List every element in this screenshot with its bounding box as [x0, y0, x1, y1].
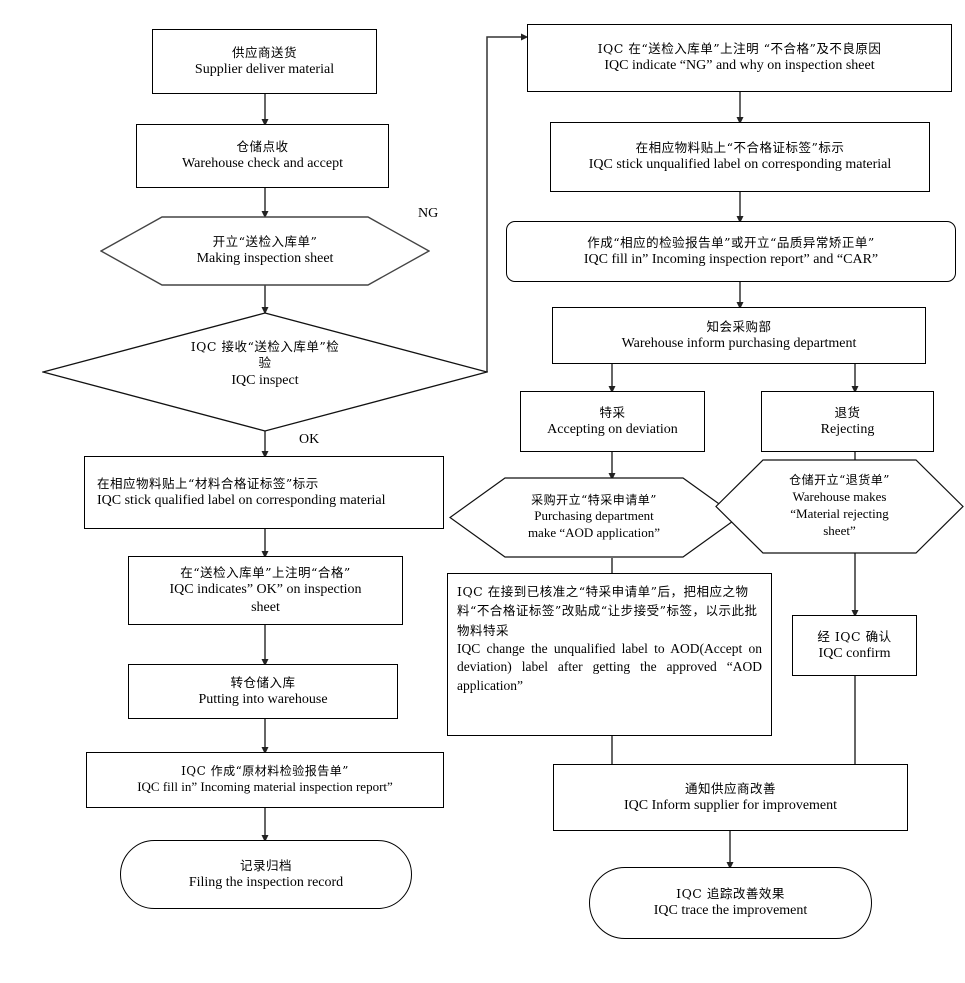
- node-indicate-ng-cn: IQC 在“送检入库单”上注明 “不合格”及不良原因: [597, 41, 882, 57]
- node-iqc-inspect-cn-line2: 验: [258, 355, 272, 371]
- node-accept-deviation-en: Accepting on deviation: [547, 421, 678, 437]
- node-rejecting-en: Rejecting: [820, 421, 875, 437]
- node-inform-purchasing-en: Warehouse inform purchasing department: [621, 335, 857, 351]
- node-iqc-confirm-en: IQC confirm: [818, 645, 891, 661]
- edge-label-ng: NG: [418, 206, 439, 221]
- node-fill-report-en: IQC fill in” Incoming material inspectio…: [137, 779, 393, 795]
- node-rejecting-sheet-en-line2: “Material rejecting: [790, 505, 889, 521]
- node-iqc-confirm[interactable]: 经 IQC 确认 IQC confirm: [792, 615, 917, 676]
- iqc-inspect-diamond-shape: [42, 312, 488, 432]
- node-trace-improvement[interactable]: IQC 追踪改善效果 IQC trace the improvement: [589, 867, 872, 939]
- node-fill-car[interactable]: 作成“相应的检验报告单”或开立“品质异常矫正单” IQC fill in” In…: [506, 221, 956, 282]
- rejecting-sheet-hexagon-shape: [715, 459, 964, 554]
- node-fill-report[interactable]: IQC 作成“原材料检验报告单” IQC fill in” Incoming m…: [86, 752, 444, 808]
- node-stick-qualified-cn: 在相应物料贴上“材料合格证标签”标示: [97, 475, 319, 491]
- node-rejecting-sheet-en-line1: Warehouse makes: [792, 488, 887, 504]
- node-aod-application-en-line2: make “AOD application”: [527, 525, 661, 541]
- node-accept-deviation[interactable]: 特采 Accepting on deviation: [520, 391, 705, 452]
- node-indicate-ok-cn: 在“送检入库单”上注明“合格”: [180, 564, 351, 580]
- node-making-sheet[interactable]: 开立“送检入库单” Making inspection sheet: [100, 216, 430, 286]
- node-stick-unqualified[interactable]: 在相应物料贴上“不合格证标签”标示 IQC stick unqualified …: [550, 122, 930, 192]
- node-stick-qualified[interactable]: 在相应物料贴上“材料合格证标签”标示 IQC stick qualified l…: [84, 456, 444, 529]
- node-fill-report-cn: IQC 作成“原材料检验报告单”: [181, 764, 349, 778]
- node-stick-unqualified-en: IQC stick unqualified label on correspon…: [588, 157, 892, 173]
- node-rejecting-sheet-cn: 仓储开立“退货单”: [789, 473, 890, 488]
- node-supplier-deliver-cn: 供应商送货: [231, 44, 297, 60]
- node-accept-deviation-cn: 特采: [599, 404, 626, 420]
- node-warehouse-check[interactable]: 仓储点收 Warehouse check and accept: [136, 124, 389, 188]
- node-change-label-en: IQC change the unqualified label to AOD(…: [457, 641, 762, 693]
- node-inform-purchasing[interactable]: 知会采购部 Warehouse inform purchasing depart…: [552, 307, 926, 364]
- node-change-label-cn: IQC 在接到已核准之“特采申请单”后，把相应之物料“不合格证标签”改贴成“让步…: [457, 584, 758, 638]
- node-indicate-ok[interactable]: 在“送检入库单”上注明“合格” IQC indicates” OK” on in…: [128, 556, 403, 625]
- node-fill-car-cn: 作成“相应的检验报告单”或开立“品质异常矫正单”: [587, 234, 875, 250]
- node-rejecting-cn: 退货: [834, 404, 861, 420]
- node-stick-qualified-en: IQC stick qualified label on correspondi…: [97, 492, 386, 508]
- node-put-warehouse-en: Putting into warehouse: [198, 691, 328, 707]
- node-making-sheet-en: Making inspection sheet: [196, 251, 334, 267]
- node-filing-record-cn: 记录归档: [239, 857, 292, 873]
- node-put-warehouse-cn: 转仓储入库: [230, 674, 296, 690]
- node-supplier-deliver-en: Supplier deliver material: [194, 61, 335, 77]
- node-filing-record[interactable]: 记录归档 Filing the inspection record: [120, 840, 412, 909]
- node-indicate-ok-en-line2: sheet: [251, 599, 280, 615]
- node-rejecting[interactable]: 退货 Rejecting: [761, 391, 934, 452]
- node-iqc-inspect-cn-line1: IQC 接收“送检入库单”检: [190, 339, 340, 354]
- node-iqc-inspect-label: IQC 接收“送检入库单”检 验 IQC inspect: [42, 312, 488, 459]
- node-supplier-deliver[interactable]: 供应商送货 Supplier deliver material: [152, 29, 377, 94]
- edge-ng-route: [486, 33, 529, 372]
- node-inform-purchasing-cn: 知会采购部: [706, 318, 772, 334]
- node-aod-application-cn: 采购开立“特采申请单”: [531, 492, 657, 507]
- node-indicate-ok-en-line1: IQC indicates” OK” on inspection: [169, 581, 362, 597]
- node-change-label[interactable]: IQC 在接到已核准之“特采申请单”后，把相应之物料“不合格证标签”改贴成“让步…: [447, 573, 772, 736]
- node-iqc-inspect[interactable]: IQC 接收“送检入库单”检 验 IQC inspect: [42, 312, 488, 432]
- node-aod-application-en-line1: Purchasing department: [534, 508, 654, 524]
- node-rejecting-sheet-label: 仓储开立“退货单” Warehouse makes “Material reje…: [715, 459, 964, 554]
- node-rejecting-sheet-en-line3: sheet”: [823, 522, 856, 538]
- node-making-sheet-cn: 开立“送检入库单”: [212, 233, 318, 249]
- node-indicate-ng-en: IQC indicate “NG” and why on inspection …: [604, 58, 875, 74]
- node-trace-improvement-cn: IQC 追踪改善效果: [676, 886, 785, 902]
- node-making-sheet-label: 开立“送检入库单” Making inspection sheet: [100, 216, 430, 286]
- making-sheet-hexagon-shape: [100, 216, 430, 286]
- node-aod-application[interactable]: 采购开立“特采申请单” Purchasing department make “…: [449, 477, 739, 558]
- aod-application-hexagon-shape: [449, 477, 739, 558]
- node-iqc-confirm-cn: 经 IQC 确认: [817, 628, 892, 644]
- node-inform-supplier[interactable]: 通知供应商改善 IQC Inform supplier for improvem…: [553, 764, 908, 831]
- node-indicate-ng[interactable]: IQC 在“送检入库单”上注明 “不合格”及不良原因 IQC indicate …: [527, 24, 952, 92]
- node-aod-application-label: 采购开立“特采申请单” Purchasing department make “…: [449, 477, 739, 558]
- edge-label-ok: OK: [299, 432, 320, 447]
- node-put-warehouse[interactable]: 转仓储入库 Putting into warehouse: [128, 664, 398, 719]
- node-trace-improvement-en: IQC trace the improvement: [653, 903, 808, 919]
- node-filing-record-en: Filing the inspection record: [188, 874, 344, 890]
- node-warehouse-check-en: Warehouse check and accept: [182, 156, 343, 172]
- node-inform-supplier-en: IQC Inform supplier for improvement: [623, 797, 838, 813]
- node-iqc-inspect-en: IQC inspect: [231, 372, 299, 388]
- node-inform-supplier-cn: 通知供应商改善: [684, 780, 776, 796]
- node-fill-car-en: IQC fill in” Incoming inspection report”…: [583, 251, 879, 267]
- node-warehouse-check-cn: 仓储点收: [236, 139, 289, 155]
- node-stick-unqualified-cn: 在相应物料贴上“不合格证标签”标示: [635, 140, 845, 156]
- node-rejecting-sheet[interactable]: 仓储开立“退货单” Warehouse makes “Material reje…: [715, 459, 964, 554]
